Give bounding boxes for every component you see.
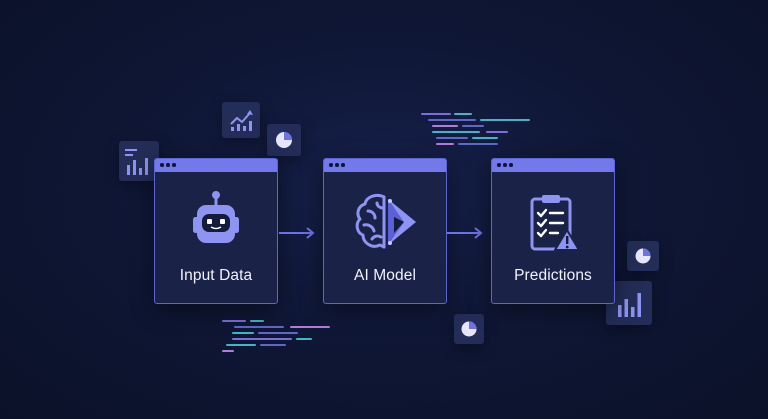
arrow-right-icon xyxy=(279,227,315,239)
pie-chart-icon xyxy=(635,248,651,264)
window-titlebar xyxy=(155,159,277,172)
bar-chart-icon xyxy=(618,293,641,317)
bar-chart-tile-left xyxy=(119,141,159,181)
brain-play-icon xyxy=(355,193,416,249)
step-label: AI Model xyxy=(354,267,416,284)
pie-chart-tile-bottom xyxy=(454,314,484,344)
line-chart-tile xyxy=(222,102,260,138)
pie-chart-icon xyxy=(276,132,292,148)
ai-model-card: AI Model xyxy=(323,158,447,304)
bar-chart-icon xyxy=(125,149,148,175)
window-titlebar xyxy=(492,159,614,172)
line-chart-icon xyxy=(230,110,253,131)
window-titlebar xyxy=(324,159,446,172)
pie-chart-tile xyxy=(267,124,301,156)
step-label: Input Data xyxy=(179,267,253,284)
robot-icon xyxy=(193,191,239,243)
input-data-card: Input Data xyxy=(154,158,278,304)
step-label: Predictions xyxy=(514,267,592,284)
pie-chart-tile-right xyxy=(627,241,659,271)
arrow-right-icon xyxy=(447,227,483,239)
clipboard-warning-icon xyxy=(530,195,580,251)
pie-chart-icon xyxy=(461,321,477,337)
predictions-card: Predictions xyxy=(491,158,615,304)
